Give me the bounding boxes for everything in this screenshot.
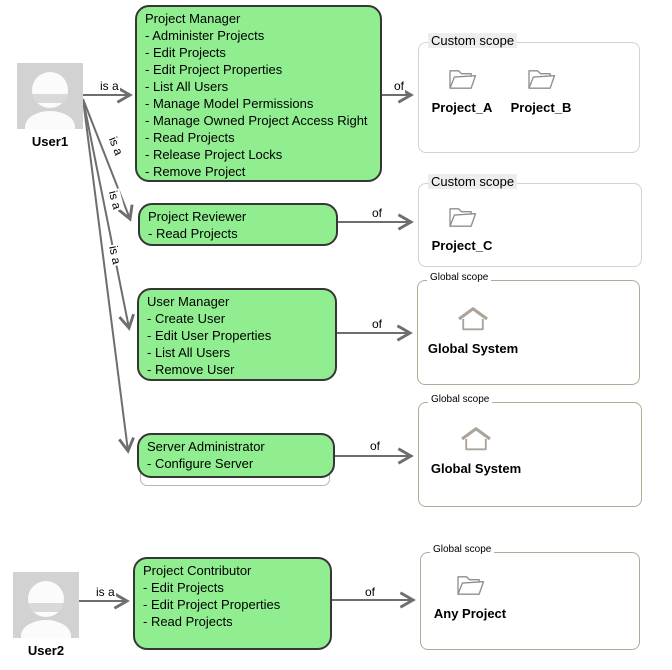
role-title: User Manager (147, 294, 230, 309)
folder-icon (448, 208, 476, 227)
role-title: Project Reviewer (148, 209, 247, 224)
scope-item-label: Global System (430, 461, 522, 476)
folder-icon (448, 70, 476, 89)
role-title: Server Administrator (147, 439, 265, 454)
permission-item: - Manage Model Permissions (145, 96, 314, 111)
scope-item-project-a[interactable]: Project_A (431, 67, 493, 115)
permission-item: - List All Users (147, 345, 231, 360)
scope-item-label: Project_A (431, 100, 493, 115)
home-icon (458, 307, 488, 331)
of-label: of (371, 206, 384, 220)
scope-box-global-1[interactable]: Global scope Global System (417, 272, 640, 385)
is-a-label: is a (99, 79, 120, 93)
permission-item: - Edit Project Properties (145, 62, 283, 77)
permission-item: - Release Project Locks (145, 147, 283, 162)
scope-item-label: Project_B (510, 100, 572, 115)
permission-item: - Read Projects (145, 130, 235, 145)
permission-item: - Read Projects (143, 614, 233, 629)
scope-item-label: Any Project (433, 606, 507, 621)
permission-item: - Edit Projects (143, 580, 224, 595)
role-title: Project Manager (145, 11, 241, 26)
home-icon (461, 427, 491, 451)
role-box-project-manager[interactable]: Project Manager - Administer Projects - … (135, 5, 382, 182)
permission-item: - Remove User (147, 362, 235, 377)
scope-label: Custom scope (428, 174, 518, 189)
scope-item-label: Global System (427, 341, 519, 356)
role-box-user-manager[interactable]: User Manager - Create User - Edit User P… (137, 288, 337, 381)
is-a-label: is a (95, 585, 116, 599)
scope-label: Global scope (427, 272, 492, 283)
scope-item-project-c[interactable]: Project_C (431, 205, 493, 253)
permission-item: - List All Users (145, 79, 229, 94)
scope-item-label: Project_C (431, 238, 493, 253)
scope-item-project-b[interactable]: Project_B (510, 67, 572, 115)
permission-item: - Read Projects (148, 226, 238, 241)
permission-item: - Create User (147, 311, 226, 326)
scope-box-custom-c[interactable]: Custom scope Project_C (418, 174, 642, 267)
user-avatar-icon (13, 572, 79, 638)
of-label: of (364, 585, 377, 599)
scope-item-global-system[interactable]: Global System (431, 425, 521, 476)
permission-item: - Edit User Properties (147, 328, 272, 343)
scope-label: Global scope (430, 544, 495, 555)
role-box-project-contributor[interactable]: Project Contributor - Edit Projects - Ed… (133, 557, 332, 650)
scope-box-global-3[interactable]: Global scope Any Project (420, 544, 640, 650)
user-node-user2[interactable]: User2 (13, 572, 79, 658)
folder-icon (456, 576, 484, 595)
permission-item: - Administer Projects (145, 28, 265, 43)
permission-item: - Remove Project (145, 164, 246, 179)
permission-item: - Edit Projects (145, 45, 226, 60)
scope-box-custom-ab[interactable]: Custom scope Project_A Project_B (418, 33, 640, 153)
permission-item: - Edit Project Properties (143, 597, 281, 612)
scope-item-any-project[interactable]: Any Project (433, 573, 507, 621)
scope-item-global-system[interactable]: Global System (428, 305, 518, 356)
is-a-arrow-user1-server-administrator (82, 98, 135, 454)
of-label: of (369, 439, 382, 453)
permission-item: - Manage Owned Project Access Right (145, 113, 368, 128)
of-label: of (393, 79, 406, 93)
user-label: User2 (27, 643, 65, 658)
permission-item: - Configure Server (147, 456, 254, 471)
is-a-arrow-user1-user-manager (82, 98, 135, 331)
scope-box-global-2[interactable]: Global scope Global System (418, 394, 642, 507)
user-label: User1 (31, 134, 69, 149)
scope-label: Custom scope (428, 33, 518, 48)
folder-icon (527, 70, 555, 89)
role-box-server-administrator[interactable]: Server Administrator - Configure Server (137, 433, 335, 478)
user-node-user1[interactable]: User1 (17, 63, 83, 149)
of-label: of (371, 317, 384, 331)
user-avatar-icon (17, 63, 83, 129)
role-box-project-reviewer[interactable]: Project Reviewer - Read Projects (138, 203, 338, 246)
role-title: Project Contributor (143, 563, 252, 578)
scope-label: Global scope (428, 394, 493, 405)
